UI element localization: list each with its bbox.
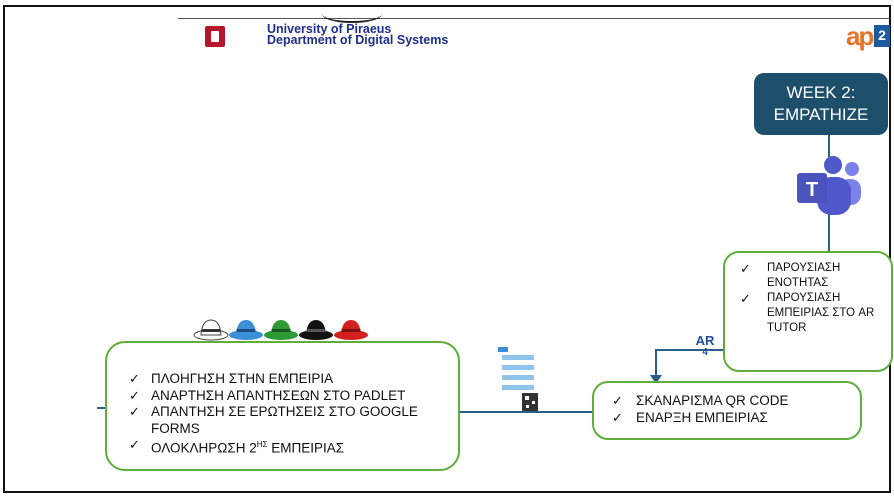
list-item: ΑΝΑΡΤΗΣΗ ΑΠΑΝΤΗΣΕΩΝ ΣΤΟ PADLET: [107, 388, 458, 405]
list-item: ΣΚΑΝΑΡΙΣΜΑ QR CODE: [594, 392, 860, 409]
list-item-sup: ΗΣ: [256, 440, 268, 449]
hat-blue-icon: [229, 320, 263, 340]
presentation-list: ΠΑΡΟΥΣΙΑΣΗ ΕΝΟΤΗΤΑΣ ΠΑΡΟΥΣΙΑΣΗ ΕΜΠΕΙΡΙΑΣ…: [725, 261, 891, 336]
university-logo: [205, 26, 225, 47]
connector-bottom-left: [459, 411, 593, 413]
app-screenshot-thumbnail: [498, 347, 538, 411]
connector-left-stub: [97, 407, 107, 409]
list-item: ΠΑΡΟΥΣΙΑΣΗ ΕΝΟΤΗΤΑΣ: [725, 261, 891, 291]
scan-list: ΣΚΑΝΑΡΙΣΜΑ QR CODE ΕΝΑΡΞΗ ΕΜΠΕΙΡΙΑΣ: [594, 392, 860, 426]
hat-black-icon: [299, 320, 333, 340]
slide-frame: [3, 5, 891, 493]
arrow-down-icon: [650, 375, 662, 384]
university-name: University of Piraeus: [267, 22, 392, 36]
list-item: ΟΛΟΚΛΗΡΩΣΗ 2ΗΣ ΕΜΠΕΙΡΙΑΣ: [107, 437, 458, 457]
list-item: ΕΝΑΡΞΗ ΕΜΠΕΙΡΙΑΣ: [594, 409, 860, 426]
list-item-prefix: ΟΛΟΚΛΗΡΩΣΗ 2: [151, 440, 257, 456]
week-line-1: WEEK 2:: [786, 83, 856, 102]
apt-logo-superscript: 2: [874, 25, 890, 47]
experience-box: ΠΛΟΗΓΗΣΗ ΣΤΗΝ ΕΜΠΕΙΡΙΑ ΑΝΑΡΤΗΣΗ ΑΠΑΝΤΗΣΕ…: [105, 341, 460, 471]
connector-down: [655, 349, 657, 379]
ar-badge-top: AR: [695, 333, 715, 348]
ar-tutor-badge: AR 4: [695, 333, 715, 361]
teams-icon: T: [797, 156, 861, 215]
ar-badge-bottom: 4: [702, 347, 708, 358]
scan-box: ΣΚΑΝΑΡΙΣΜΑ QR CODE ΕΝΑΡΞΗ ΕΜΠΕΙΡΙΑΣ: [592, 381, 862, 440]
hat-white-icon: [193, 319, 229, 341]
hat-red-icon: [334, 320, 368, 340]
connector-week-teams: [828, 135, 830, 157]
header-divider: [178, 18, 890, 19]
list-item: ΠΛΟΗΓΗΣΗ ΣΤΗΝ ΕΜΠΕΙΡΙΑ: [107, 371, 458, 388]
header-arc: [322, 5, 382, 23]
connector-to-left: [655, 349, 723, 351]
department-name: Department of Digital Systems: [267, 33, 449, 47]
thinking-hats-icon: [193, 319, 368, 341]
university-title: University of Piraeus Department of Digi…: [267, 22, 449, 47]
presentation-box: ΠΑΡΟΥΣΙΑΣΗ ΕΝΟΤΗΤΑΣ ΠΑΡΟΥΣΙΑΣΗ ΕΜΠΕΙΡΙΑΣ…: [723, 251, 893, 372]
week-title-box: WEEK 2: EMPATHIZE: [754, 73, 888, 135]
apt-logo: ap: [846, 21, 874, 51]
experience-list: ΠΛΟΗΓΗΣΗ ΣΤΗΝ ΕΜΠΕΙΡΙΑ ΑΝΑΡΤΗΣΗ ΑΠΑΝΤΗΣΕ…: [107, 371, 458, 457]
connector-teams-box: [828, 212, 830, 252]
hat-green-icon: [264, 320, 298, 340]
list-item-suffix: ΕΜΠΕΙΡΙΑΣ: [267, 440, 345, 456]
svg-text:T: T: [806, 179, 818, 201]
list-item: ΑΠΑΝΤΗΣΗ ΣΕ ΕΡΩΤΗΣΕΙΣ ΣΤΟ GOOGLE FORMS: [107, 404, 458, 437]
list-item: ΠΑΡΟΥΣΙΑΣΗ ΕΜΠΕΙΡΙΑΣ ΣΤΟ AR TUTOR: [725, 291, 891, 336]
week-line-2: EMPATHIZE: [773, 105, 869, 124]
